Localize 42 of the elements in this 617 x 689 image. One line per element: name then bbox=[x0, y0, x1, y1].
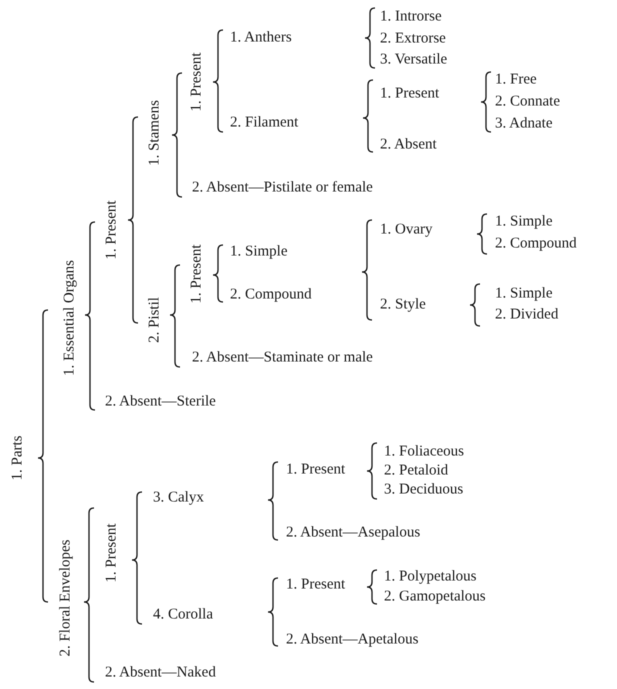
category-label: 2. Floral Envelopes bbox=[58, 539, 74, 657]
category-label: 2. Style bbox=[380, 298, 426, 312]
category-label: 3. Calyx bbox=[153, 490, 204, 506]
category-label: 2. Compound bbox=[230, 288, 312, 302]
category-label: 2. Petaloid bbox=[384, 464, 448, 478]
category-label: 3. Deciduous bbox=[384, 482, 464, 498]
category-label: 1. Parts bbox=[10, 436, 26, 480]
category-label: 1. Present bbox=[104, 200, 120, 260]
category-label: 1. Polypetalous bbox=[384, 570, 476, 584]
category-label: 1. Present bbox=[190, 52, 204, 112]
category-label: 1. Present bbox=[286, 462, 346, 478]
category-label: 2. Absent—Staminate or male bbox=[192, 350, 373, 366]
category-label: 2. Connate bbox=[495, 94, 560, 110]
category-label: 1. Essential Organs bbox=[62, 260, 78, 376]
category-label: 1. Present bbox=[104, 523, 120, 583]
category-label: 1. Foliaceous bbox=[384, 444, 464, 460]
category-label: 1. Stamens bbox=[148, 100, 162, 166]
category-label: 1. Introrse bbox=[380, 10, 442, 24]
category-label: 3. Adnate bbox=[495, 116, 552, 132]
category-label: 2. Absent—Naked bbox=[105, 666, 216, 680]
category-label: 1. Present bbox=[380, 86, 440, 102]
category-label: 1. Anthers bbox=[230, 30, 292, 46]
category-label: 2. Absent—Sterile bbox=[105, 394, 216, 410]
category-label: 2. Filament bbox=[230, 116, 298, 130]
category-label: 1. Simple bbox=[230, 244, 288, 260]
category-label: 2. Absent bbox=[380, 138, 437, 152]
category-label: 4. Corolla bbox=[153, 608, 213, 622]
category-label: 2. Compound bbox=[495, 236, 577, 252]
category-label: 1. Present bbox=[286, 578, 346, 592]
category-label: 2. Absent—Apetalous bbox=[286, 632, 418, 648]
category-label: 1. Ovary bbox=[380, 222, 432, 238]
category-label: 1. Simple bbox=[495, 286, 553, 302]
category-label: 2. Absent—Pistilate or female bbox=[192, 180, 373, 196]
category-label: 2. Absent—Asepalous bbox=[286, 526, 420, 540]
category-label: 1. Simple bbox=[495, 214, 553, 230]
category-label: 3. Versatile bbox=[380, 52, 448, 68]
category-label: 1. Free bbox=[495, 72, 537, 88]
category-label: 2. Extrorse bbox=[380, 32, 446, 46]
category-label: 2. Divided bbox=[495, 308, 558, 322]
category-label: 1. Present bbox=[190, 244, 204, 304]
category-label: 2. Pistil bbox=[148, 297, 162, 343]
category-label: 2. Gamopetalous bbox=[384, 590, 486, 604]
